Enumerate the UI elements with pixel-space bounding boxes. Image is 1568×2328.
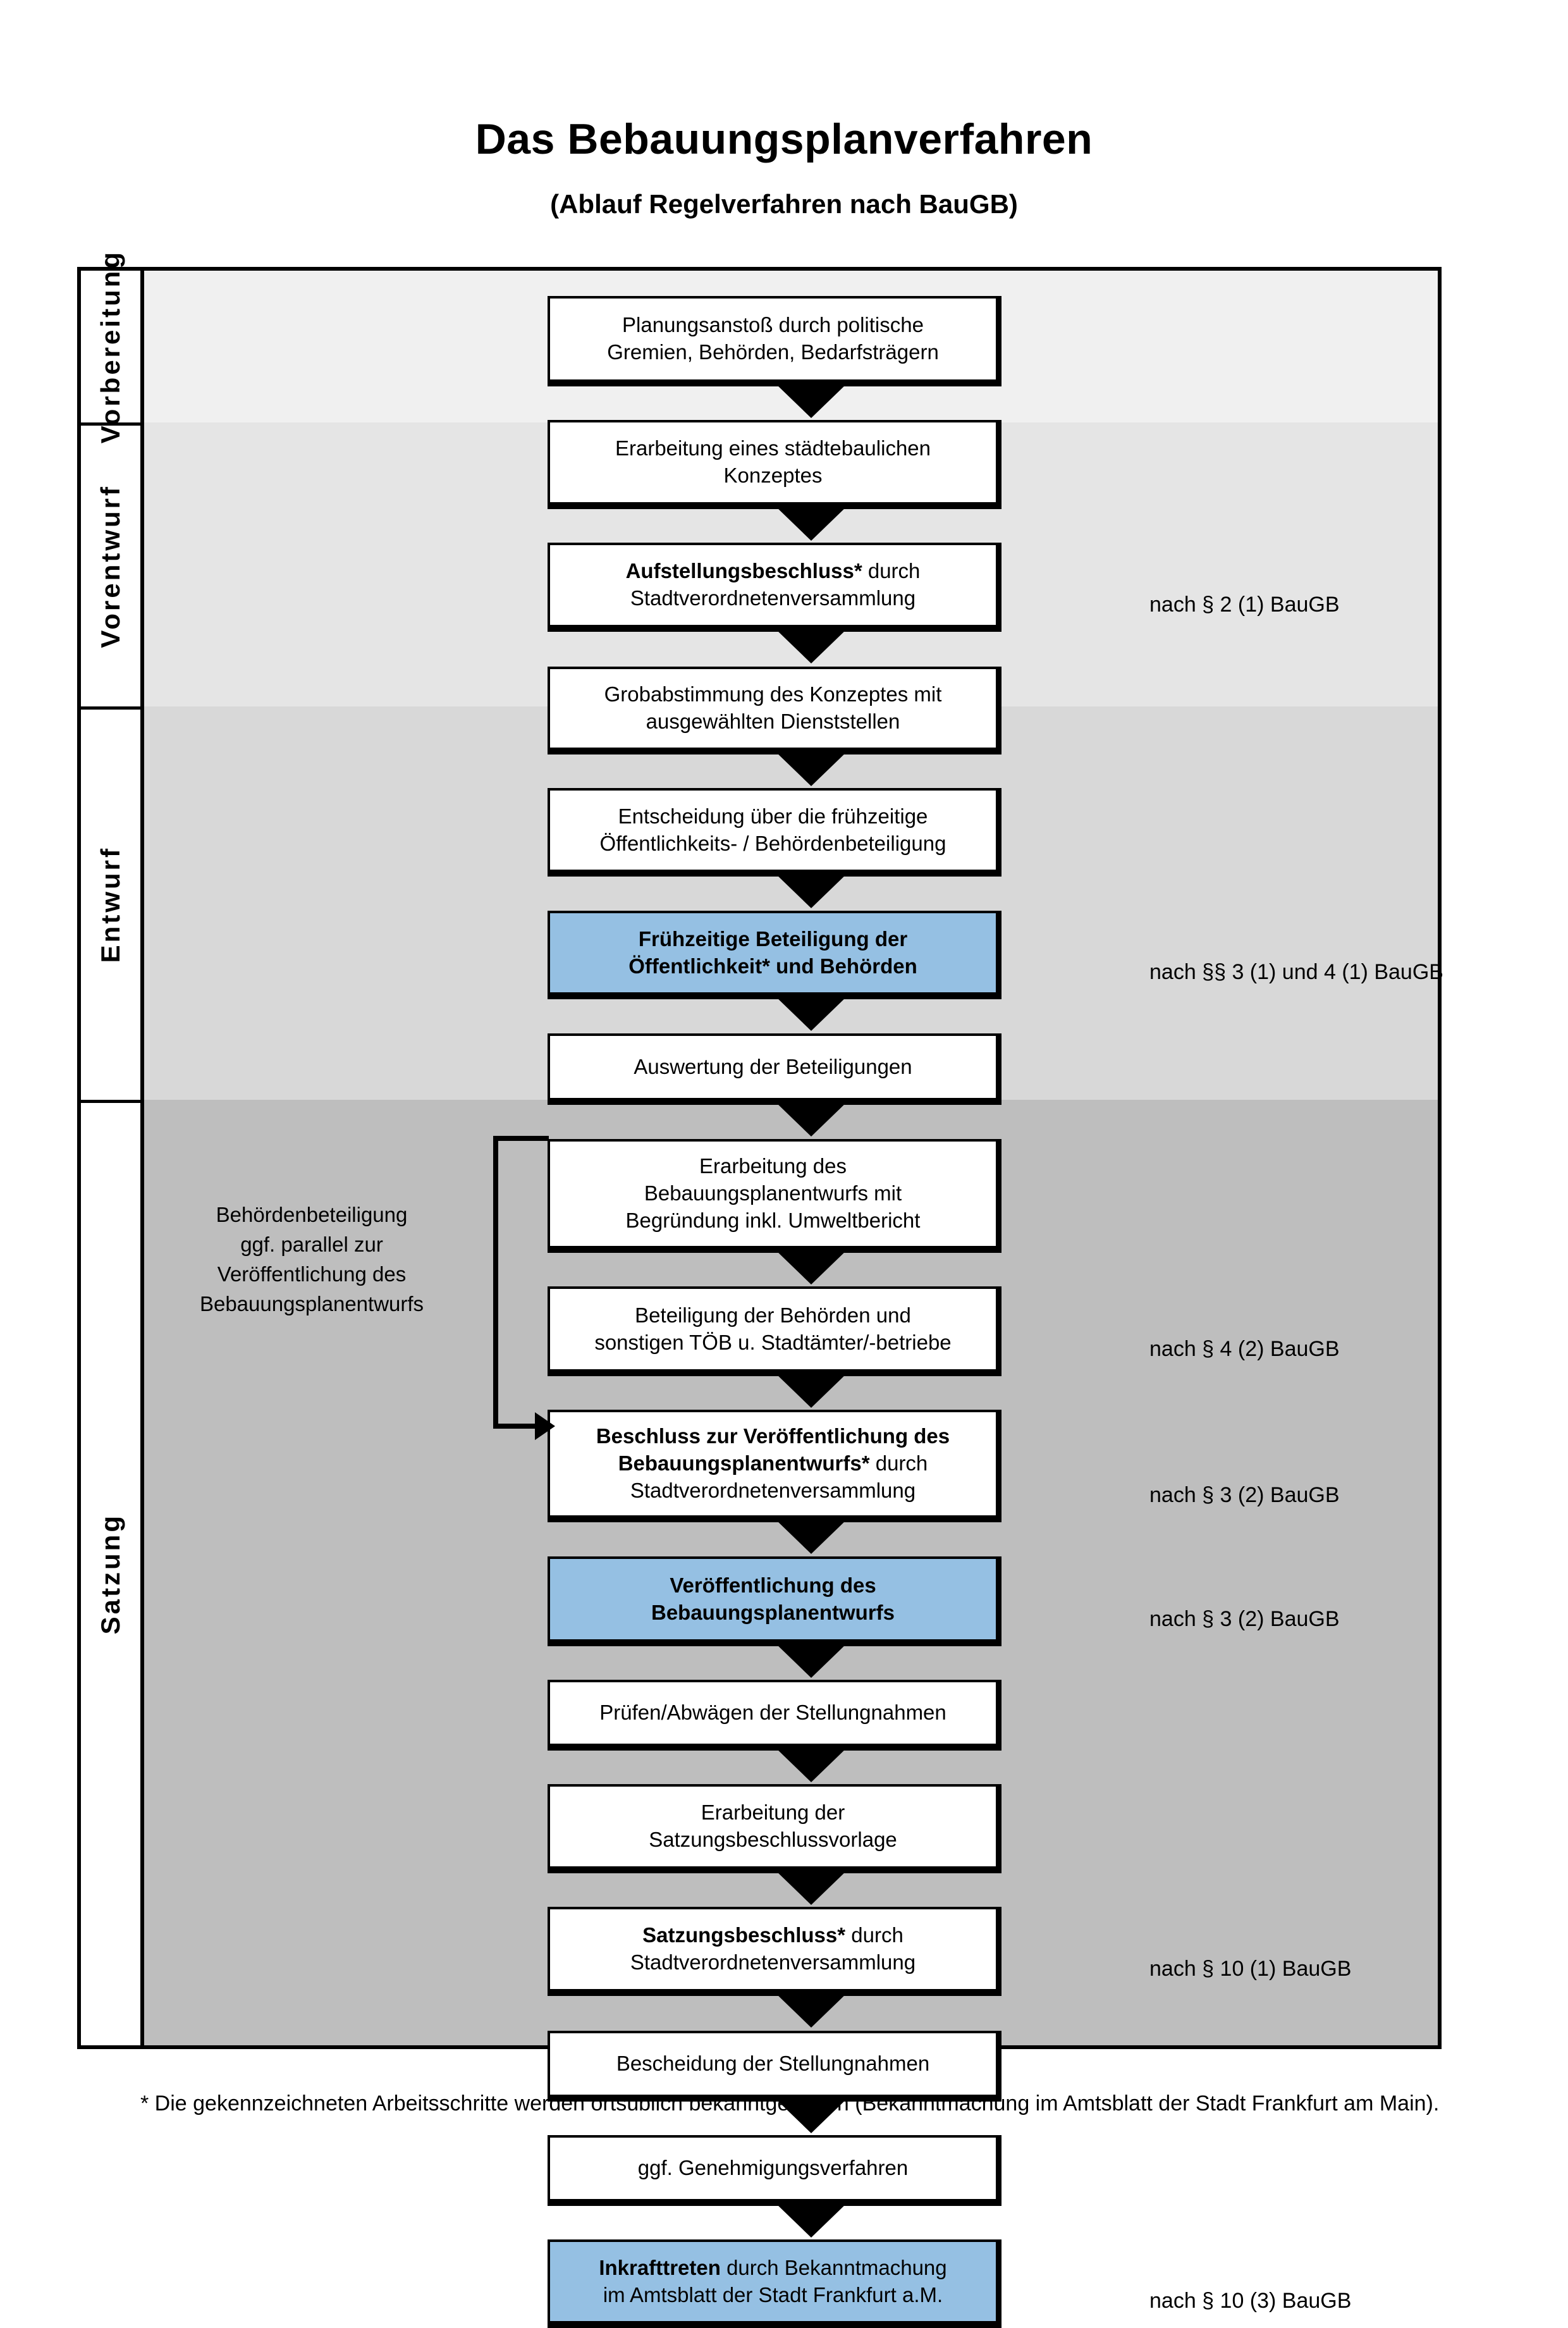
phase-label-entwurf: Entwurf <box>95 846 125 963</box>
parallel-path-note-line: Veröffentlichung des <box>217 1262 407 1286</box>
legal-reference-ref-par3-2b: nach § 3 (2) BauGB <box>1149 1607 1340 1631</box>
parallel-path-note-line: Bebauungsplanentwurfs <box>199 1291 424 1315</box>
connector-top-segment <box>493 1136 549 1141</box>
flow-arrow-down-icon <box>775 751 848 786</box>
flow-arrow-down-icon <box>775 2098 848 2133</box>
process-step-bescheidung[interactable]: Bescheidung der Stellungnahmen <box>548 2031 1001 2102</box>
phase-cell-vorbereitung: Vorbereitung <box>81 250 140 443</box>
flow-arrow-down-icon <box>775 505 848 541</box>
parallel-path-connector <box>493 1136 555 1440</box>
phase-label-vorentwurf: Vorentwurf <box>95 484 125 648</box>
flow-arrow-down-icon <box>775 1992 848 2028</box>
phase-label-satzung: Satzung <box>95 1513 125 1635</box>
legal-reference-ref-par3-4-1: nach §§ 3 (1) und 4 (1) BauGB <box>1149 960 1443 984</box>
flow-arrow-down-icon <box>775 873 848 908</box>
flow-arrow-down-icon <box>775 1372 848 1408</box>
legal-reference-ref-par3-2a: nach § 3 (2) BauGB <box>1149 1483 1340 1507</box>
phase-label-vorbereitung: Vorbereitung <box>95 249 125 444</box>
flow-arrow-down-icon <box>775 1249 848 1284</box>
flow-arrow-down-icon <box>775 628 848 663</box>
flow-arrow-down-icon <box>775 383 848 418</box>
process-step-pruefen-abwaegen[interactable]: Prüfen/Abwägen der Stellungnahmen <box>548 1680 1001 1751</box>
phase-cell-satzung: Satzung <box>81 1100 140 2045</box>
flow-arrow-down-icon <box>775 1869 848 1905</box>
phase-cell-vorentwurf: Vorentwurf <box>81 422 140 706</box>
legal-reference-ref-par10-1: nach § 10 (1) BauGB <box>1149 1957 1352 1981</box>
process-step-label: ggf. Genehmigungsverfahren <box>637 2156 909 2180</box>
process-step-label: Prüfen/Abwägen der Stellungnahmen <box>599 1701 946 1725</box>
connector-bottom-segment <box>493 1424 537 1429</box>
flow-arrow-down-icon <box>775 1747 848 1782</box>
connector-vertical-segment <box>493 1136 498 1429</box>
flow-arrow-down-icon <box>775 2202 848 2238</box>
process-step-auswertung-beteiligungen[interactable]: Auswertung der Beteiligungen <box>548 1033 1001 1105</box>
page-subtitle: (Ablauf Regelverfahren nach BauGB) <box>550 189 1018 219</box>
legal-reference-ref-par10-3: nach § 10 (3) BauGB <box>1149 2289 1352 2313</box>
document-header: Das Bebauungsplanverfahren (Ablauf Regel… <box>0 0 1568 218</box>
connector-arrowhead-icon <box>535 1412 555 1440</box>
flow-arrow-down-icon <box>775 1642 848 1678</box>
phase-cell-entwurf: Entwurf <box>81 706 140 1100</box>
page-title: Das Bebauungsplanverfahren <box>475 115 1093 163</box>
process-step-label: Bescheidung der Stellungnahmen <box>616 2052 930 2076</box>
process-step-genehmigungsverfahren[interactable]: ggf. Genehmigungsverfahren <box>548 2135 1001 2206</box>
legal-reference-ref-par4-2: nach § 4 (2) BauGB <box>1149 1337 1340 1361</box>
flow-arrow-down-icon <box>775 1101 848 1136</box>
parallel-path-note-line: ggf. parallel zur <box>240 1232 383 1256</box>
legal-reference-ref-par2-1: nach § 2 (1) BauGB <box>1149 593 1340 617</box>
process-step-label: Auswertung der Beteiligungen <box>634 1054 912 1078</box>
flow-arrow-down-icon <box>775 995 848 1031</box>
flow-arrow-down-icon <box>775 1518 848 1554</box>
parallel-path-note-line: Behördenbeteiligung <box>216 1203 408 1226</box>
